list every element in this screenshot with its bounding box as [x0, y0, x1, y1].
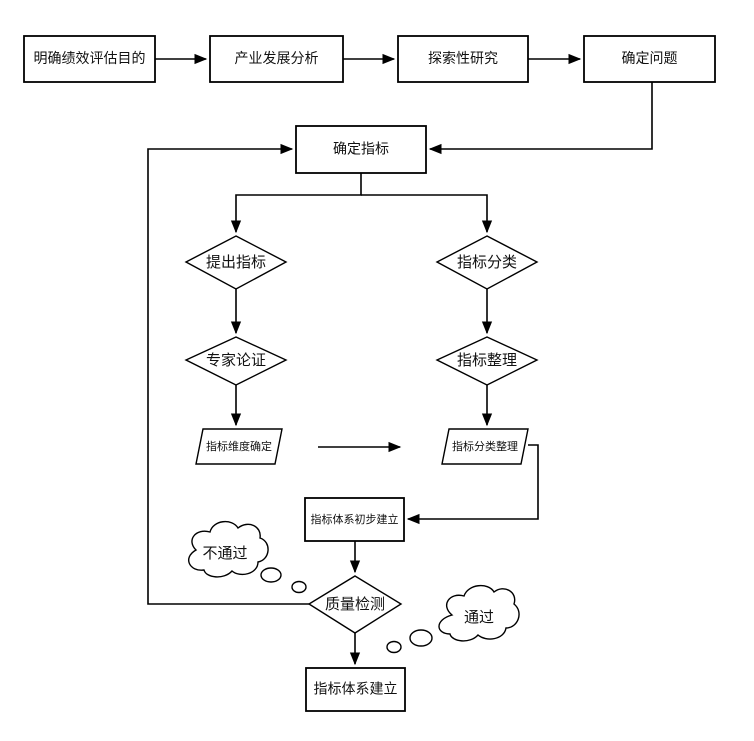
- exploratory-research-label: 探索性研究: [428, 50, 498, 67]
- pass-label: 通过: [464, 608, 494, 626]
- fail-label: 不通过: [202, 544, 247, 562]
- classify-organize-label: 指标分类整理: [452, 439, 518, 453]
- expert-review-diamond: 专家论证: [184, 336, 288, 386]
- propose-indicators-diamond: 提出指标: [184, 235, 288, 290]
- arrow-indicators-to-classify: [361, 194, 493, 234]
- fail-thought-bubble-small: [291, 580, 307, 594]
- define-indicators-label: 确定指标: [333, 142, 389, 158]
- classify-organize-parallelogram: 指标分类整理: [441, 428, 529, 465]
- pass-thought-bubble-small: [386, 640, 402, 654]
- pass-thought-bubble-large: [409, 629, 433, 647]
- final-system-label: 指标体系建立: [314, 682, 398, 698]
- fail-thought-cloud: 不通过: [187, 521, 307, 594]
- dimension-confirm-parallelogram: 指标维度确定: [195, 428, 283, 465]
- define-problem-label: 确定问题: [622, 51, 678, 67]
- define-problem-box: 确定问题: [583, 35, 716, 83]
- define-indicators-box: 确定指标: [295, 125, 427, 174]
- fail-thought-bubble-large: [260, 567, 282, 583]
- initial-system-box: 指标体系初步建立: [304, 497, 405, 542]
- pass-thought-cloud: 通过: [386, 585, 520, 654]
- exploratory-research-box: 探索性研究: [397, 35, 529, 83]
- dimension-confirm-label: 指标维度确定: [206, 439, 272, 453]
- purpose-box: 明确绩效评估目的: [23, 35, 156, 83]
- industry-analysis-box: 产业发展分析: [209, 35, 344, 83]
- initial-system-label: 指标体系初步建立: [311, 512, 399, 526]
- arrow-problem-to-indicators: [428, 82, 653, 155]
- arrow-indicators-to-propose: [230, 173, 362, 234]
- expert-review-label: 专家论证: [206, 351, 266, 369]
- indicator-organize-diamond: 指标整理: [435, 336, 539, 386]
- indicator-organize-label: 指标整理: [457, 351, 517, 369]
- quality-check-label: 质量检测: [325, 595, 385, 613]
- final-system-box: 指标体系建立: [305, 667, 406, 712]
- quality-check-diamond: 质量检测: [307, 575, 403, 634]
- arrow-quality-loop-back: [147, 143, 309, 605]
- propose-indicators-label: 提出指标: [206, 253, 266, 271]
- arrow-classorg-to-initial: [406, 444, 539, 525]
- connectors: [147, 53, 653, 666]
- indicator-classification-label: 指标分类: [457, 253, 517, 271]
- industry-analysis-label: 产业发展分析: [235, 51, 319, 67]
- indicator-classification-diamond: 指标分类: [435, 235, 539, 290]
- purpose-label: 明确绩效评估目的: [34, 51, 146, 67]
